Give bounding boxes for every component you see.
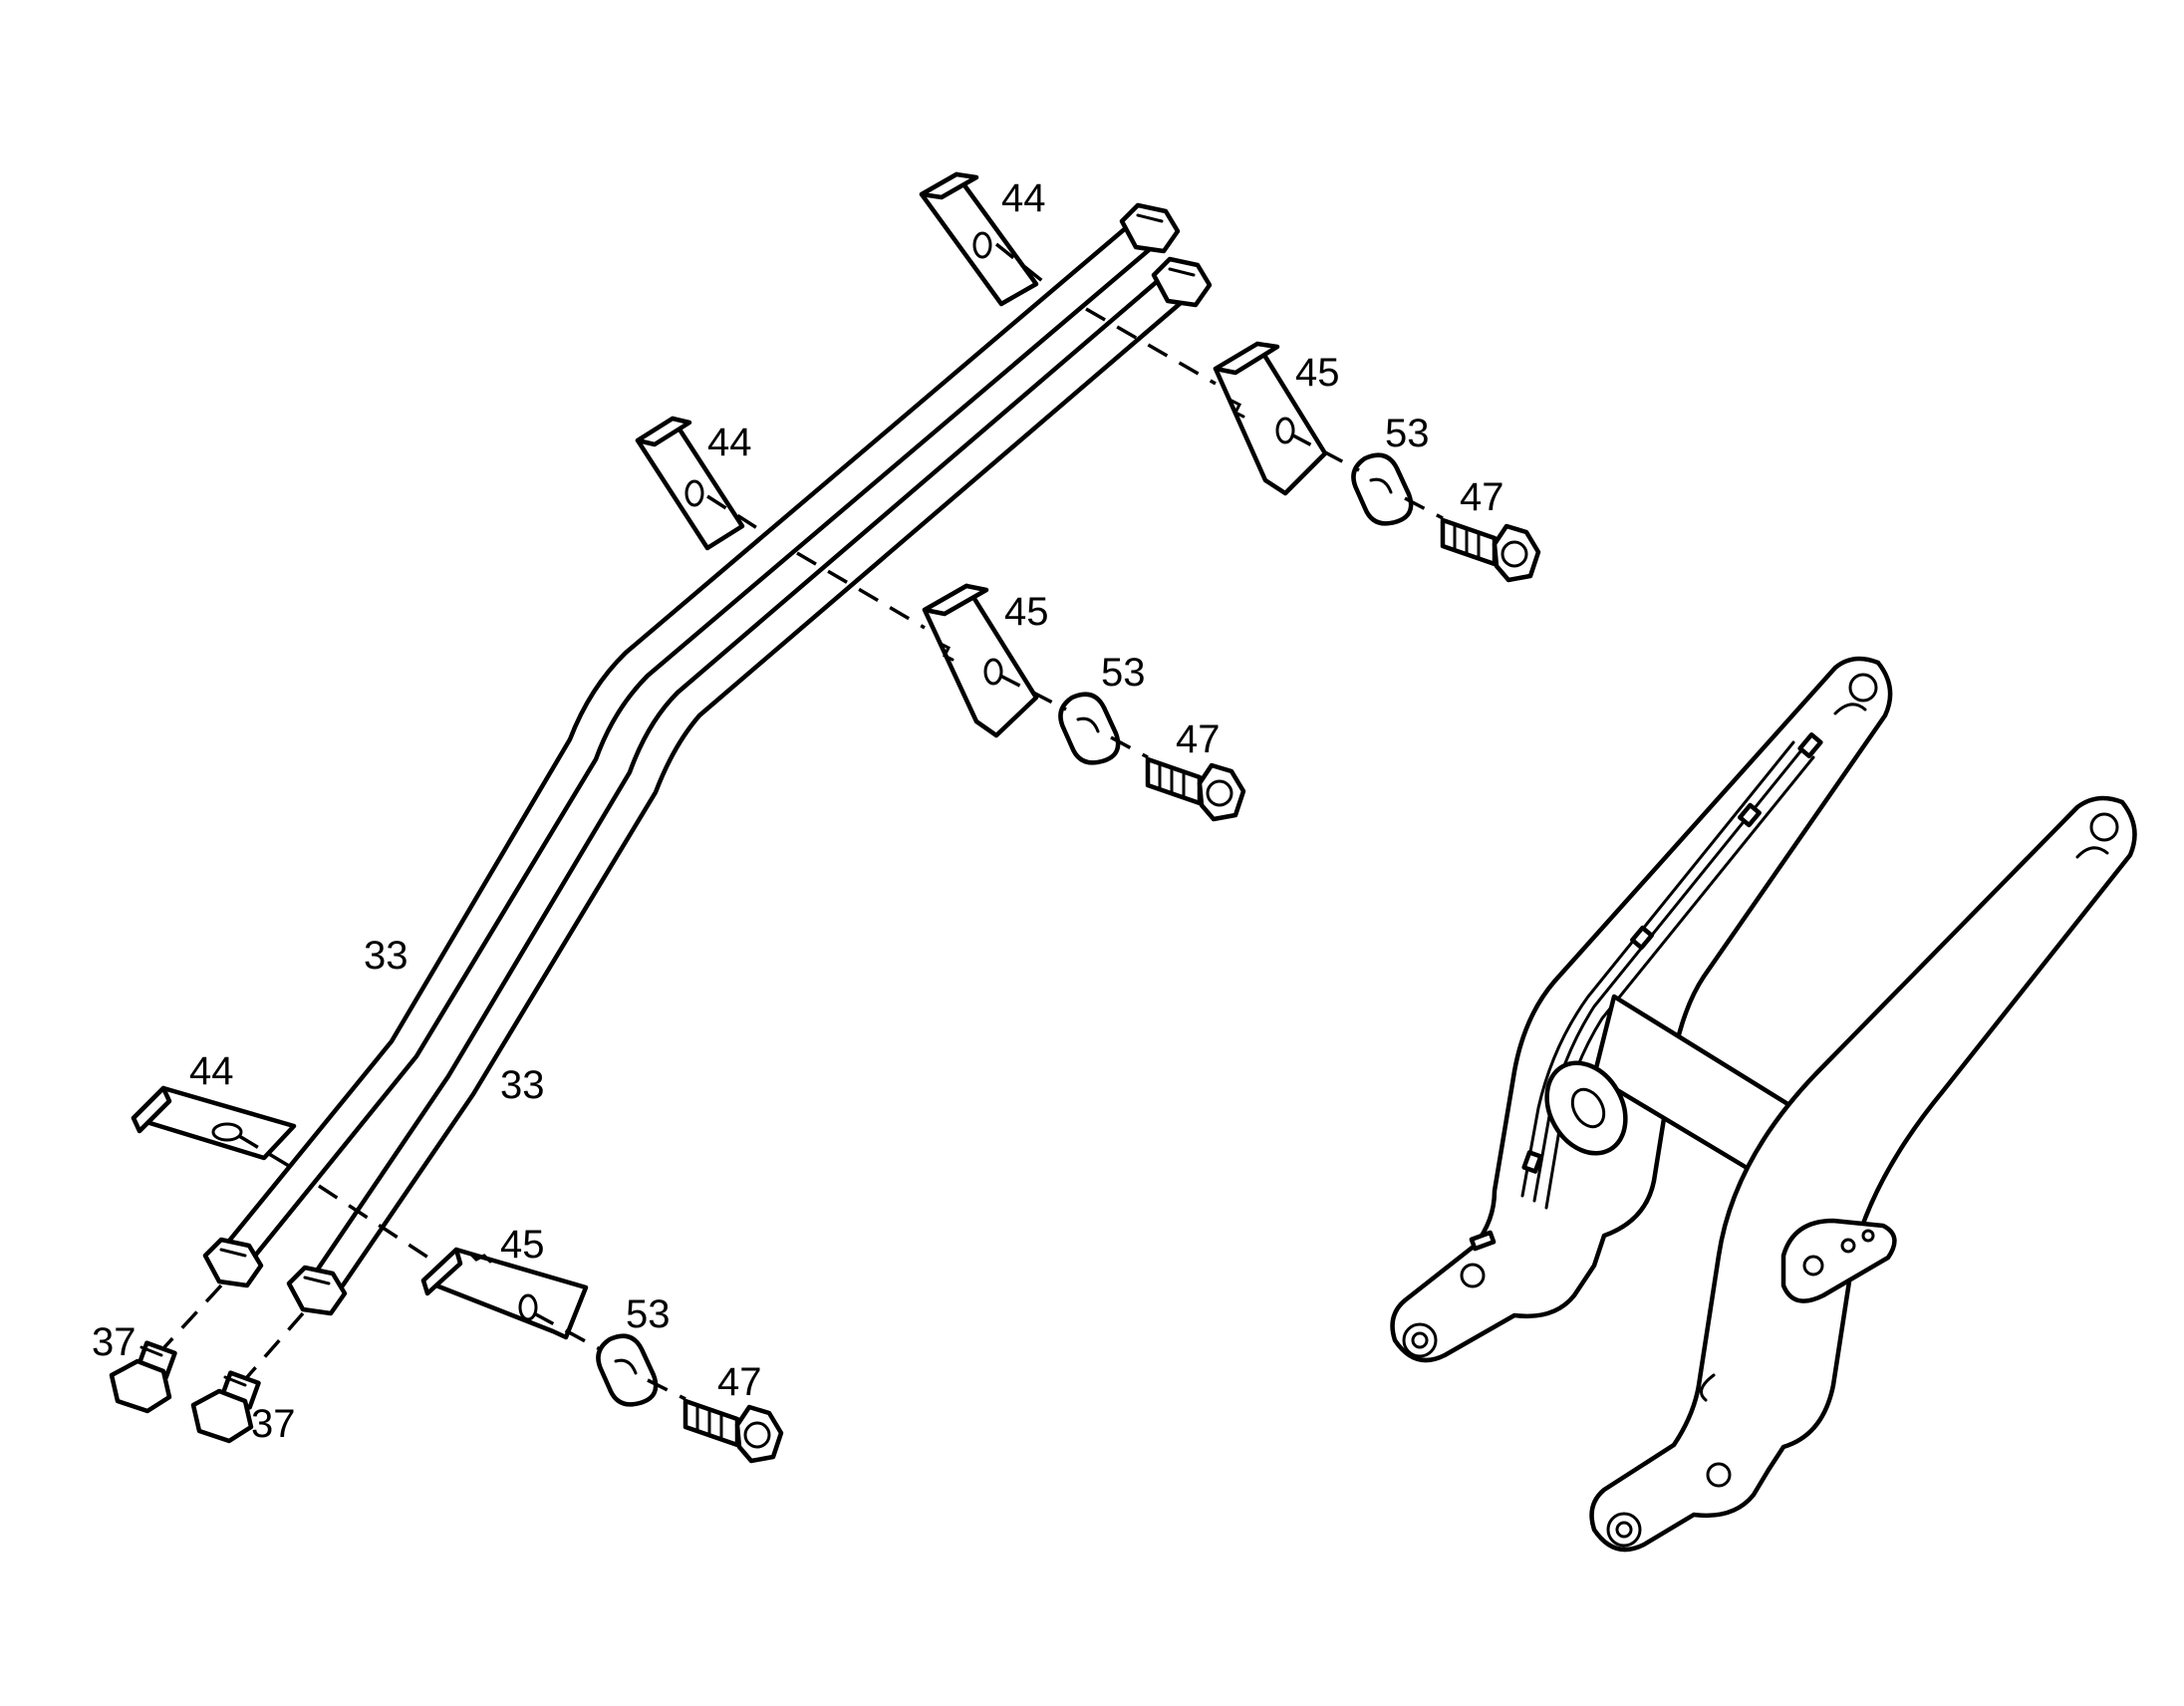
adapter-37-left [109,1340,177,1414]
callout-44-low: 44 [189,1049,234,1093]
callout-37-right: 37 [251,1402,296,1446]
adapter-37-right [190,1370,261,1444]
callout-44-mid: 44 [707,421,752,464]
tube-fitting-top-right [1151,256,1213,308]
callout-45-top: 45 [1295,351,1340,395]
tube-33-right [314,271,1191,1288]
clamp-block-44-low [131,1085,297,1161]
callout-47-mid: 47 [1176,717,1221,761]
tube-33-left [218,218,1159,1269]
callout-37-left: 37 [92,1320,136,1364]
callout-33-left: 33 [364,934,409,978]
callout-47-low: 47 [717,1360,762,1404]
callout-45-mid: 45 [1004,590,1049,634]
clamp-block-45-top [1213,341,1328,496]
bolt-47-top [1440,517,1541,583]
callout-44-top: 44 [1001,176,1046,220]
clip-53-low [596,1333,659,1407]
tube-fitting-bottom-left [202,1237,264,1288]
clamp-block-45-mid [922,583,1039,738]
assembly-lines [162,242,1444,1401]
loader-boom-frame [1390,656,2137,1553]
callout-53-top: 53 [1385,412,1430,455]
clamp-block-44-top [919,171,1039,307]
bolt-47-low [682,1398,784,1464]
callout-53-mid: 53 [1101,651,1146,695]
callout-labels: 44 44 44 45 45 45 53 53 53 47 47 47 33 3… [92,176,1504,1446]
callout-45-low: 45 [500,1223,545,1267]
bolt-47-mid [1145,756,1246,822]
tube-fitting-bottom-right [286,1265,348,1316]
clamp-block-45-low [420,1247,589,1340]
callout-47-top: 47 [1460,475,1504,519]
clip-53-mid [1058,692,1121,765]
clamp-block-44-mid [635,416,745,551]
clip-53-top [1351,452,1414,526]
callout-33-right: 33 [500,1063,545,1107]
callout-53-low: 53 [626,1292,671,1336]
tube-fitting-top-left [1119,202,1181,254]
